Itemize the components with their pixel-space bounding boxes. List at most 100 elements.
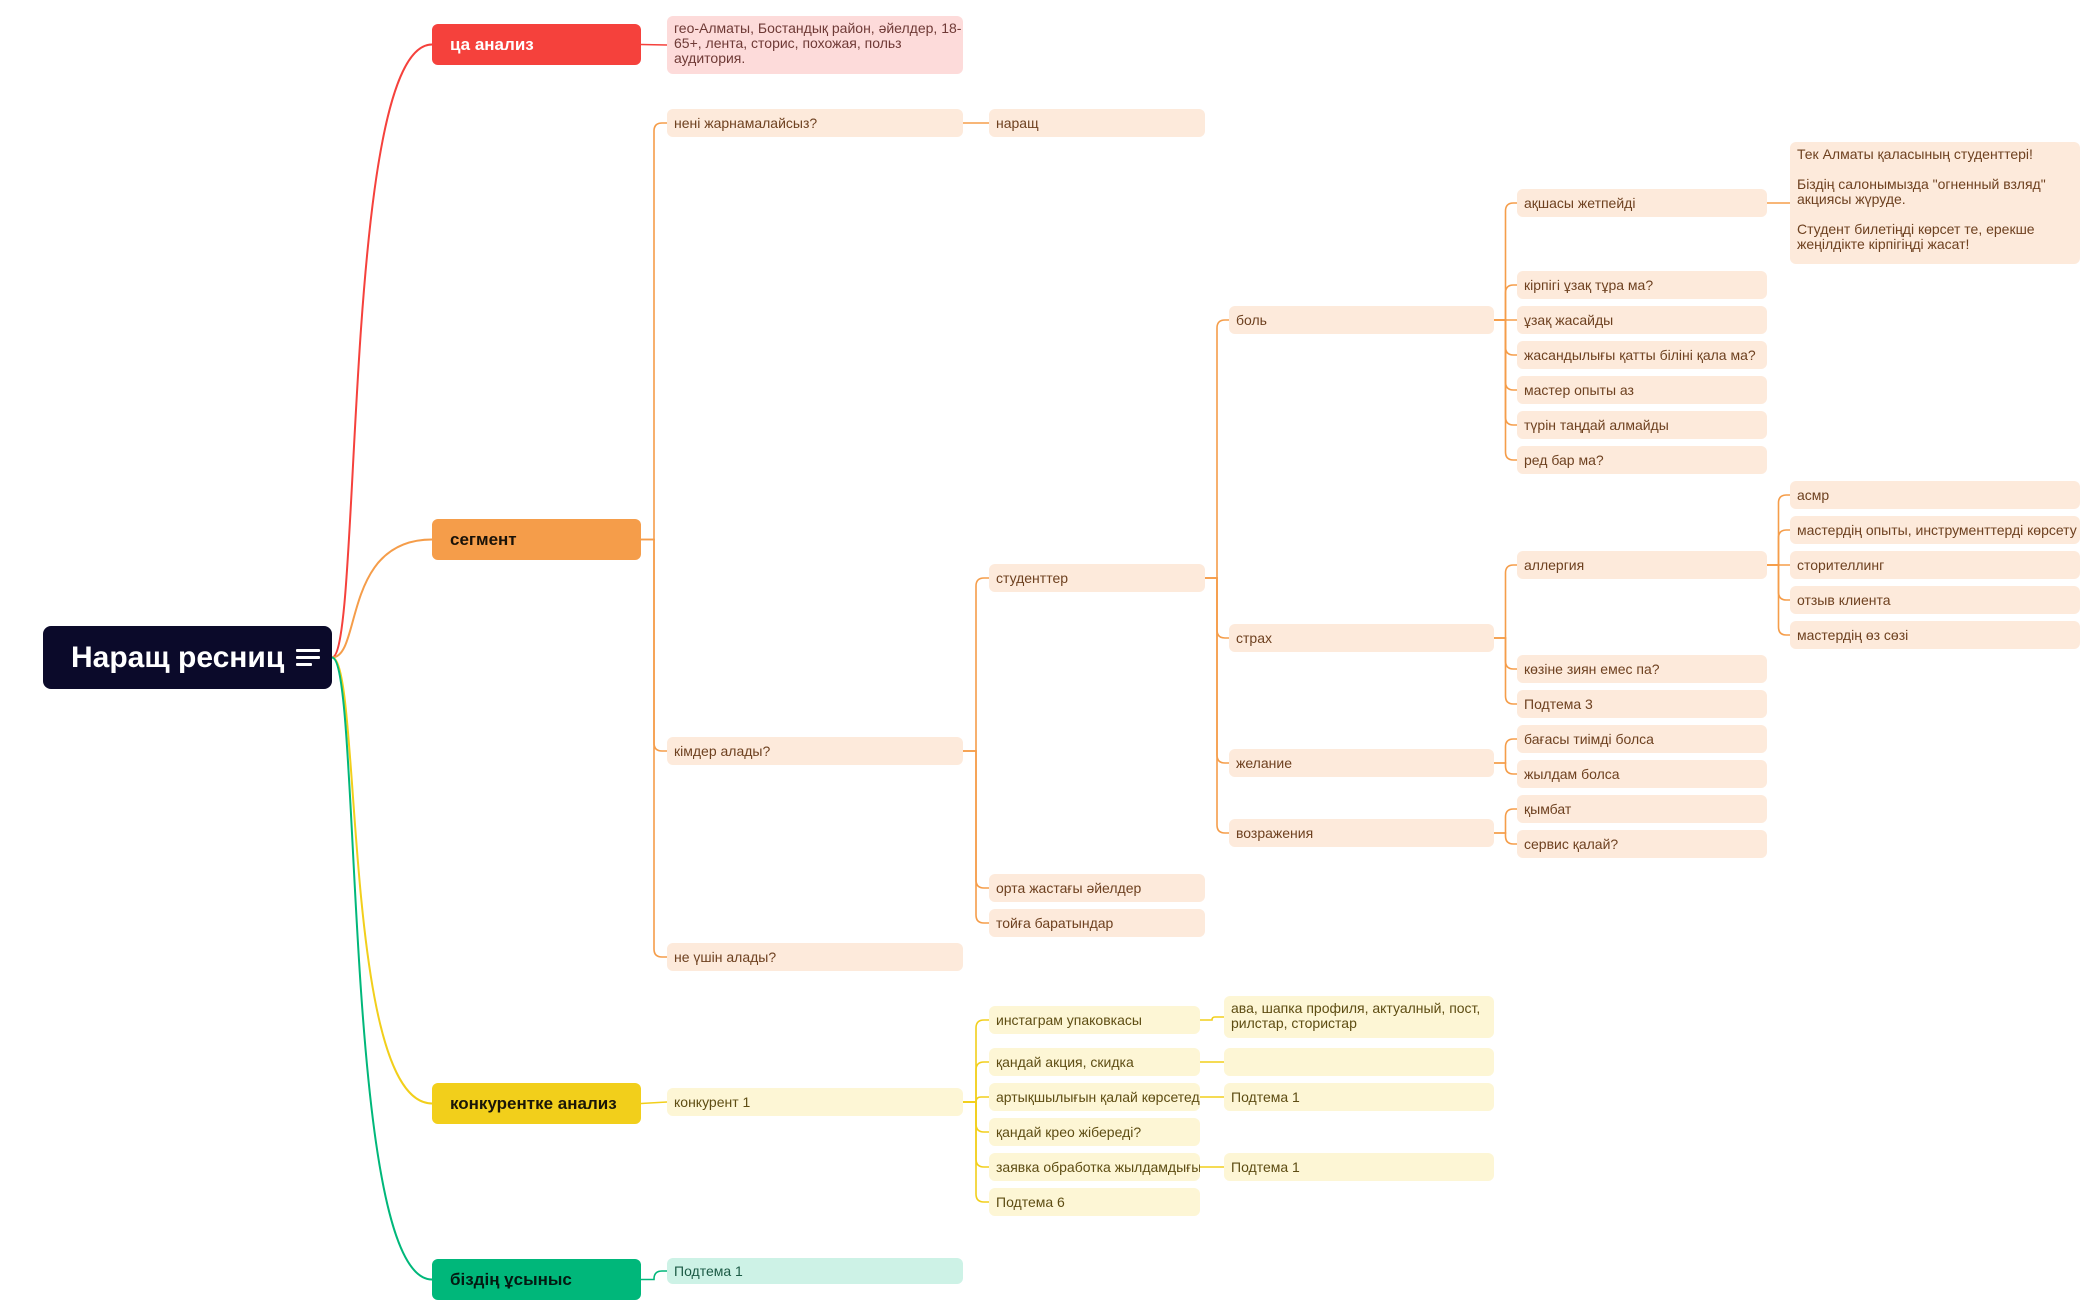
topic-text: заявка обработка жылдамдығы — [996, 1159, 1200, 1175]
topic-expensive[interactable]: қымбат — [1517, 795, 1767, 823]
topic-wedding-goers[interactable]: тойға баратындар — [989, 909, 1205, 937]
topic-profile-elements[interactable]: ава, шапка профиля, актуалный, пост, рил… — [1224, 996, 1494, 1038]
branch-label: ца анализ — [450, 34, 534, 54]
branch-label: сегмент — [450, 529, 517, 549]
topic-red-exists[interactable]: ред бар ма? — [1517, 446, 1767, 474]
topic-why-buys[interactable]: не үшін алады? — [667, 943, 963, 971]
connector-o2-o21 — [963, 577, 989, 752]
topic-lash-lasts-long[interactable]: кірпігі ұзақ тұра ма? — [1517, 271, 1767, 299]
topic-takes-long[interactable]: ұзақ жасайды — [1517, 306, 1767, 334]
connector-b1-o3 — [641, 538, 667, 958]
connector-o2-o23 — [963, 750, 989, 924]
branch-label: біздің ұсыныс — [450, 1269, 572, 1289]
topic-empty[interactable] — [1224, 1048, 1494, 1076]
topic-master-own-words[interactable]: мастердің өз сөзі — [1790, 621, 2080, 649]
connector-p2-q8 — [1494, 564, 1517, 639]
topic-text: сторителлинг — [1797, 557, 1885, 573]
topic-student-promo[interactable]: Тек Алматы қаласының студенттері! Біздің… — [1790, 142, 2080, 264]
topic-who-buys[interactable]: кімдер алады? — [667, 737, 963, 765]
topic-fear[interactable]: страх — [1229, 624, 1494, 652]
connector-o21-p1 — [1205, 319, 1229, 579]
topic-text: қандай акция, скидка — [996, 1054, 1134, 1070]
topic-lead-processing-speed[interactable]: заявка обработка жылдамдығы — [989, 1153, 1200, 1181]
topic-text: нені жарнамалайсыз? — [674, 115, 818, 131]
topic-asmr[interactable]: асмр — [1790, 481, 2080, 509]
topic-competitor-1[interactable]: конкурент 1 — [667, 1088, 963, 1116]
topic-subtopic-1b[interactable]: Подтема 1 — [1224, 1153, 1494, 1181]
topic-service-how[interactable]: сервис қалай? — [1517, 830, 1767, 858]
topic-text: страх — [1236, 630, 1272, 646]
topic-text: түрін таңдай алмайды — [1524, 417, 1669, 433]
topic-which-creatives[interactable]: қандай крео жібереді? — [989, 1118, 1200, 1146]
topic-text: артықшылығын қалай көрсетеді — [996, 1089, 1200, 1105]
topic-text: наращ — [996, 115, 1039, 131]
topic-text: боль — [1236, 312, 1267, 328]
topic-text: ред бар ма? — [1524, 452, 1604, 468]
connector-b0-r1 — [640, 43, 668, 46]
branch-segment[interactable]: сегмент — [432, 519, 641, 560]
topic-geo-audience[interactable]: гео-Алматы, Бостандық район, әйелдер, 18… — [667, 16, 963, 74]
topic-our-subtopic-1[interactable]: Подтема 1 — [667, 1258, 963, 1284]
topic-affordable-price[interactable]: бағасы тиімді болса — [1517, 725, 1767, 753]
topic-text: желание — [1236, 755, 1292, 771]
connector-b1-o1 — [641, 122, 667, 541]
topic-text: ава, шапка профиля, актуалный, пост, рил… — [1231, 1000, 1481, 1031]
topic-subtopic-6[interactable]: Подтема 6 — [989, 1188, 1200, 1216]
connector-p3-q11 — [1494, 738, 1517, 764]
connector-root-b0 — [331, 43, 433, 659]
topic-master-experience-tools[interactable]: мастердің опыты, инструменттерді көрсету — [1790, 516, 2080, 544]
topic-allergy[interactable]: аллергия — [1517, 551, 1767, 579]
topic-objections[interactable]: возражения — [1229, 819, 1494, 847]
topic-master-inexperienced[interactable]: мастер опыты аз — [1517, 376, 1767, 404]
connector-root-b1 — [331, 538, 433, 659]
topic-instagram-packaging[interactable]: инстаграм упаковкасы — [989, 1006, 1200, 1034]
topic-text: бағасы тиімді болса — [1524, 731, 1654, 747]
topic-text: Подтема 1 — [674, 1263, 743, 1279]
topic-eye-harm[interactable]: көзіне зиян емес па? — [1517, 655, 1767, 683]
topic-text: тойға баратындар — [996, 915, 1114, 931]
connector-y1-y12 — [963, 1061, 989, 1103]
topic-subtopic-3[interactable]: Подтема 3 — [1517, 690, 1767, 718]
topic-text: мастердің опыты, инструменттерді көрсету — [1797, 522, 2077, 538]
branch-competitor-analysis[interactable]: конкурентке анализ — [432, 1083, 641, 1124]
topic-text: ақшасы жетпейді — [1524, 195, 1636, 211]
connector-root-b2 — [331, 656, 433, 1105]
topic-cant-choose-type[interactable]: түрін таңдай алмайды — [1517, 411, 1767, 439]
topic-text: аллергия — [1524, 557, 1585, 573]
topic-narash[interactable]: наращ — [989, 109, 1205, 137]
menu-lines-icon[interactable] — [296, 645, 321, 670]
connector-y1-y16 — [963, 1101, 989, 1203]
topic-promo-discount[interactable]: қандай акция, скидка — [989, 1048, 1200, 1076]
connector-p3-q12 — [1494, 762, 1517, 775]
branch-ca-analysis[interactable]: ца анализ — [432, 24, 641, 65]
topic-text: возражения — [1236, 825, 1314, 841]
topic-text: отзыв клиента — [1797, 592, 1891, 608]
topic-text: Тек Алматы қаласының студенттері! Біздің… — [1797, 146, 2046, 252]
connector-p1-q2 — [1494, 284, 1517, 321]
topic-what-advertise[interactable]: нені жарнамалайсыз? — [667, 109, 963, 137]
topic-text: гео-Алматы, Бостандық район, әйелдер, 18… — [674, 20, 962, 66]
topic-text: асмр — [1797, 487, 1830, 503]
topic-text: Подтема 3 — [1524, 696, 1593, 712]
topic-desire[interactable]: желание — [1229, 749, 1494, 777]
topic-text: Подтема 6 — [996, 1194, 1065, 1210]
connector-p4-q14 — [1494, 832, 1517, 845]
topic-students[interactable]: студенттер — [989, 564, 1205, 592]
topic-client-review[interactable]: отзыв клиента — [1790, 586, 2080, 614]
topic-text: Подтема 1 — [1231, 1159, 1300, 1175]
topic-not-enough-money[interactable]: ақшасы жетпейді — [1517, 189, 1767, 217]
topic-show-advantages[interactable]: артықшылығын қалай көрсетеді — [989, 1083, 1200, 1111]
connector-b2-y1 — [640, 1101, 668, 1105]
branch-our-offer[interactable]: біздің ұсыныс — [432, 1259, 641, 1300]
topic-fast[interactable]: жылдам болса — [1517, 760, 1767, 788]
topic-pain[interactable]: боль — [1229, 306, 1494, 334]
topic-storytelling[interactable]: сторителлинг — [1790, 551, 2080, 579]
topic-middle-aged-women[interactable]: орта жастағы әйелдер — [989, 874, 1205, 902]
topic-text: жасандылығы қатты біліні қала ма? — [1524, 347, 1756, 363]
topic-looks-artificial[interactable]: жасандылығы қатты біліні қала ма? — [1517, 341, 1767, 369]
topic-text: Подтема 1 — [1231, 1089, 1300, 1105]
root-topic[interactable]: Наращ ресниц — [43, 626, 332, 689]
connector-b3-g1 — [641, 1270, 667, 1281]
topic-subtopic-1a[interactable]: Подтема 1 — [1224, 1083, 1494, 1111]
connector-y1-y11 — [963, 1019, 989, 1103]
